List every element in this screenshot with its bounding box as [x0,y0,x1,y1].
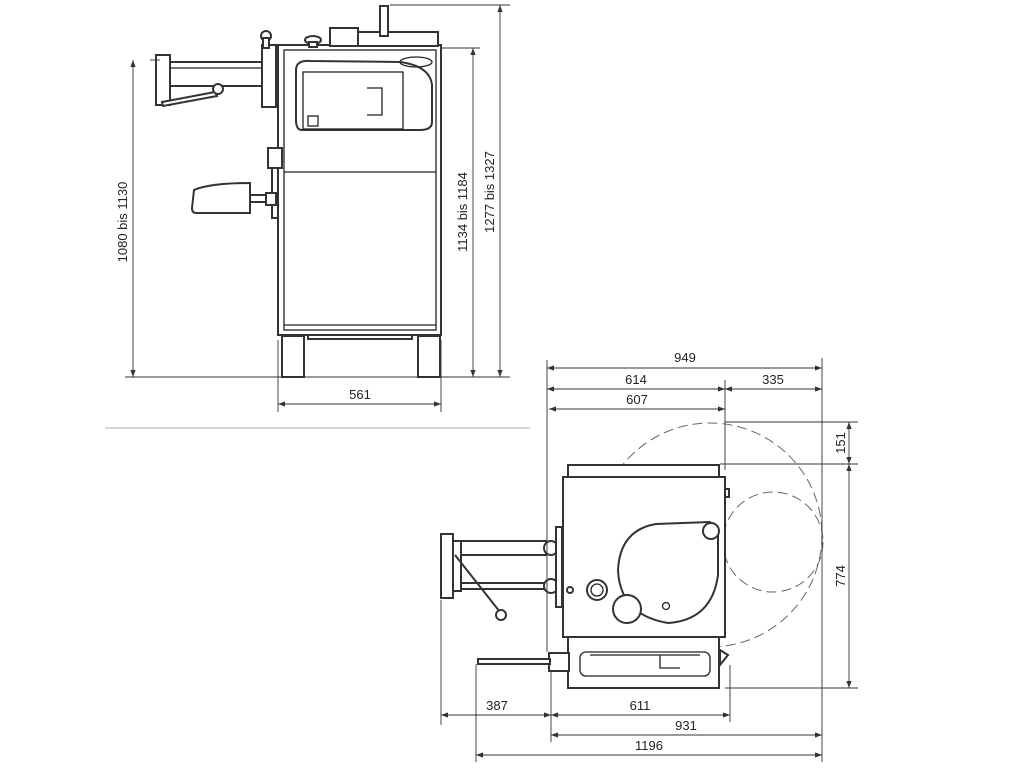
dim-overall-931: 931 [675,718,697,733]
dim-body-height: 1134 bis 1184 [455,172,470,252]
dim-handle-reach: 387 [486,698,508,713]
swing-circle-small [722,491,824,593]
front-view: 1080 bis 1130 1134 bis 1184 1277 bis 132… [115,4,510,412]
dim-width: 561 [349,387,371,402]
dim-total-depth: 949 [674,350,696,365]
dim-body-length: 774 [833,565,848,587]
feed-arm-top [440,526,563,621]
logo-badge [399,56,433,68]
feed-arm [155,30,277,108]
top-view: 949 614 335 607 151 774 387 611 931 1196 [440,350,858,762]
handle-front [190,147,283,219]
dim-overall-1196: 1196 [635,738,663,753]
dim-swing-depth: 335 [762,372,784,387]
knob-icon [586,579,608,601]
dim-total-height: 1277 bis 1327 [482,151,497,233]
leg-left [281,335,305,378]
dim-table-height: 1080 bis 1130 [115,182,130,263]
dim-inner-depth: 607 [626,392,648,407]
dim-tray-width: 611 [630,698,651,713]
dim-swing-offset: 151 [833,432,848,454]
dim-body-depth: 614 [625,372,647,387]
leg-right [417,335,441,378]
machine-body-front [277,5,442,378]
